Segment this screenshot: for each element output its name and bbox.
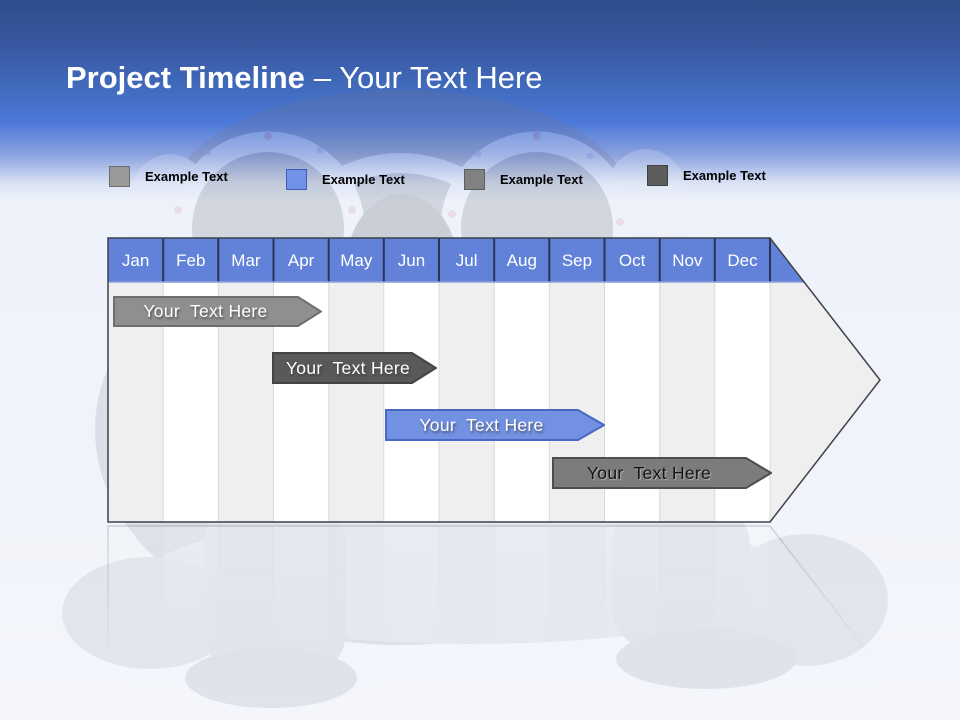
month-cell: Jun: [397, 250, 426, 270]
month-cell: Dec: [727, 250, 758, 270]
legend-item-1: Example Text: [109, 166, 228, 187]
legend-swatch-gray: [109, 166, 130, 187]
month-cell: Feb: [176, 250, 206, 270]
gantt-bar-2: Your Text Here: [272, 352, 437, 384]
legend-swatch-blue: [286, 169, 307, 190]
gantt-bar-label: Your Text Here: [586, 463, 712, 483]
legend-item-3: Example Text: [464, 169, 583, 190]
gantt-bar-label: Your Text Here: [419, 415, 544, 435]
page-title-main: Project Timeline: [66, 60, 305, 95]
month-cell: Mar: [231, 250, 261, 270]
column-gridlines: [162, 526, 771, 694]
column-stripes: [108, 526, 880, 694]
month-cell: Apr: [287, 250, 315, 270]
legend-label: Example Text: [500, 172, 583, 187]
page-title-subtitle: – Your Text Here: [313, 60, 543, 95]
month-header-band: [108, 238, 805, 282]
month-cell: Aug: [506, 250, 537, 270]
timeline-outline: [107, 525, 881, 694]
month-cell: Nov: [672, 250, 703, 270]
legend-item-2: Example Text: [286, 169, 405, 190]
page-title: Project Timeline– Your Text Here: [66, 60, 543, 96]
month-cell: Jul: [455, 250, 478, 270]
month-header-separators: [162, 238, 771, 282]
gantt-bar-3: Your Text Here: [385, 409, 605, 441]
gantt-bar-label: Your Text Here: [143, 301, 268, 321]
legend-label: Example Text: [683, 168, 766, 183]
chart-reflection: [107, 524, 882, 694]
month-cell: Oct: [618, 250, 646, 270]
month-cell: May: [340, 250, 373, 270]
legend-label: Example Text: [145, 169, 228, 184]
legend-swatch-mid-gray: [464, 169, 485, 190]
gantt-bar-label: Your Text Here: [285, 358, 411, 378]
timeline-outline: [107, 237, 881, 523]
gantt-bar-4: Your Text Here: [552, 457, 772, 489]
month-cell: Jan: [121, 250, 150, 270]
month-cell: Sep: [561, 250, 593, 270]
legend-label: Example Text: [322, 172, 405, 187]
month-header-row: Jan Feb Mar Apr May Jun Jul Aug Sep Oct …: [108, 239, 770, 282]
gantt-bar-1: Your Text Here: [113, 296, 322, 327]
timeline-chart-shape: [107, 525, 881, 694]
legend-swatch-dark-gray: [647, 165, 668, 186]
legend-item-4: Example Text: [647, 165, 766, 186]
